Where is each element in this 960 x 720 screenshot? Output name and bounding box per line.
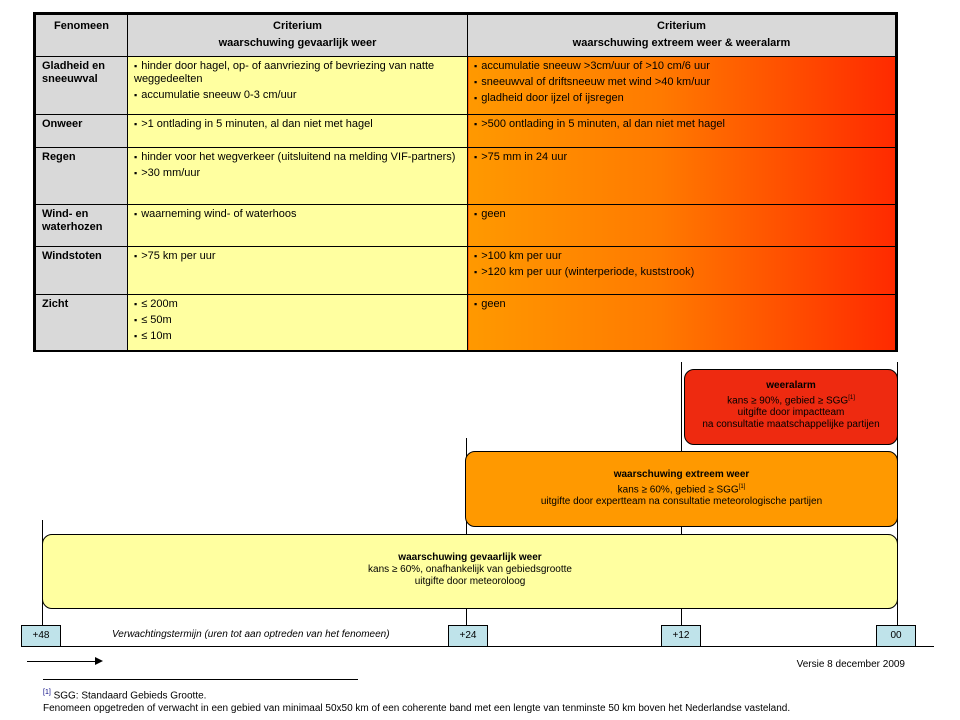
gevaarlijk-line1: kans ≥ 60%, onafhankelijk van gebiedsgro… xyxy=(368,564,572,575)
criteria-row: Wind- en waterhozen waarneming wind- of w… xyxy=(35,204,896,247)
gevaarlijk-criteria-list: ≤ 200m ≤ 50m ≤ 10m xyxy=(134,298,461,343)
criterion-item: geen xyxy=(474,298,889,311)
gevaarlijk-criteria-cell: waarneming wind- of waterhoos xyxy=(127,204,468,247)
gevaarlijk-criteria-list: hinder door hagel, op- of aanvriezing of… xyxy=(134,60,461,102)
marker-24: +24 xyxy=(448,625,488,647)
extreem-criteria-list: >100 km per uur >120 km per uur (winterpe… xyxy=(474,250,889,279)
criteria-row: Onweer >1 ontlading in 5 minuten, al dan … xyxy=(35,114,896,148)
gevaarlijk-criteria-cell: hinder door hagel, op- of aanvriezing of… xyxy=(127,56,468,115)
time-arrow-line xyxy=(27,661,95,662)
footnote-separator xyxy=(43,679,358,680)
time-arrow-icon xyxy=(95,657,103,665)
extreem-line2: uitgifte door expertteam na consultatie … xyxy=(540,496,823,508)
criterion-item: hinder door hagel, op- of aanvriezing of… xyxy=(134,60,461,86)
extreem-criteria-list: geen xyxy=(474,208,889,221)
extreem-criteria-cell: accumulatie sneeuw >3cm/uur of >10 cm/6 … xyxy=(467,56,896,115)
criterion-item: hinder voor het wegverkeer (uitsluitend … xyxy=(134,151,461,164)
extreem-criteria-list: >75 mm in 24 uur xyxy=(474,151,889,164)
footnote-sgg: [1] SGG: Standaard Gebieds Grootte. xyxy=(43,689,207,702)
extreem-criteria-cell: geen xyxy=(467,204,896,247)
criterion-item: geen xyxy=(474,208,889,221)
phenomenon-cell: Onweer xyxy=(35,114,128,148)
gevaarlijk-criteria-list: >75 km per uur xyxy=(134,250,461,263)
extreem-criteria-list: geen xyxy=(474,298,889,311)
header-fenomeen: Fenomeen xyxy=(35,14,128,57)
extreem-criteria-cell: >500 ontlading in 5 minuten, al dan niet… xyxy=(467,114,896,148)
criterion-item: ≤ 200m xyxy=(134,298,461,311)
guide-line-24 xyxy=(466,438,467,625)
criterion-item: >500 ontlading in 5 minuten, al dan niet… xyxy=(474,118,889,131)
marker-00: 00 xyxy=(876,625,916,647)
gevaarlijk-criteria-list: waarneming wind- of waterhoos xyxy=(134,208,461,221)
marker-12: +12 xyxy=(661,625,701,647)
phenomenon-cell: Wind- en waterhozen xyxy=(35,204,128,247)
phenomenon-cell: Gladheid en sneeuwval xyxy=(35,56,128,115)
criteria-row: Gladheid en sneeuwvalhinder door hagel, … xyxy=(35,56,896,115)
weeralarm-line2: uitgifte door impactteam xyxy=(737,407,845,419)
extreem-title: waarschuwing extreem weer xyxy=(613,469,750,480)
gevaarlijk-criteria-list: hinder voor het wegverkeer (uitsluitend … xyxy=(134,151,461,180)
criterion-item: ≤ 50m xyxy=(134,314,461,327)
criteria-row: Windstoten>75 km per uur>100 km per uur>… xyxy=(35,246,896,295)
extreem-criteria-cell: geen xyxy=(467,294,896,350)
extreem-criteria-cell: >100 km per uur >120 km per uur (winterpe… xyxy=(467,246,896,295)
marker-48: +48 xyxy=(21,625,61,647)
gevaarlijk-criteria-cell: >75 km per uur xyxy=(127,246,468,295)
weeralarm-line1: kans ≥ 90%, gebied ≥ SGG[1] xyxy=(727,395,855,407)
extreem-criteria-cell: >75 mm in 24 uur xyxy=(467,147,896,205)
weeralarm-line3: na consultatie maatschappelijke partijen xyxy=(702,419,880,431)
criterion-item: sneeuwval of driftsneeuw met wind >40 km… xyxy=(474,76,889,89)
extreem-weer-box: waarschuwing extreem weer kans ≥ 60%, ge… xyxy=(465,451,898,527)
weeralarm-title: weeralarm xyxy=(766,380,816,391)
gevaarlijk-criteria-cell: hinder voor het wegverkeer (uitsluitend … xyxy=(127,147,468,205)
criterion-item: >100 km per uur xyxy=(474,250,889,263)
criterion-item: >1 ontlading in 5 minuten, al dan niet m… xyxy=(134,118,461,131)
criterion-item: ≤ 10m xyxy=(134,330,461,343)
gevaarlijk-title: waarschuwing gevaarlijk weer xyxy=(398,552,542,563)
gevaarlijk-criteria-cell: >1 ontlading in 5 minuten, al dan niet m… xyxy=(127,114,468,148)
criterion-item: >120 km per uur (winterperiode, kuststro… xyxy=(474,266,889,279)
criteria-row: Zicht ≤ 200m ≤ 50m ≤ 10m geen xyxy=(35,294,896,350)
footnote-definition: Fenomeen opgetreden of verwacht in een g… xyxy=(43,703,791,714)
phenomenon-cell: Windstoten xyxy=(35,246,128,295)
criterion-item: waarneming wind- of waterhoos xyxy=(134,208,461,221)
phenomenon-cell: Zicht xyxy=(35,294,128,350)
extreem-line1: kans ≥ 60%, gebied ≥ SGG[1] xyxy=(617,484,746,496)
timeline-axis-label: Verwachtingstermijn (uren tot aan optred… xyxy=(112,629,390,640)
gevaarlijk-line2: uitgifte door meteoroloog xyxy=(414,576,526,587)
phenomenon-cell: Regen xyxy=(35,147,128,205)
gevaarlijk-criteria-list: >1 ontlading in 5 minuten, al dan niet m… xyxy=(134,118,461,131)
criterion-item: accumulatie sneeuw 0-3 cm/uur xyxy=(134,89,461,102)
version-text: Versie 8 december 2009 xyxy=(796,659,905,670)
criterion-item: gladheid door ijzel of ijsregen xyxy=(474,92,889,105)
extreem-criteria-list: >500 ontlading in 5 minuten, al dan niet… xyxy=(474,118,889,131)
criterion-item: >75 mm in 24 uur xyxy=(474,151,889,164)
criterion-item: accumulatie sneeuw >3cm/uur of >10 cm/6 … xyxy=(474,60,889,73)
criteria-row: Regen hinder voor het wegverkeer (uitslui… xyxy=(35,147,896,205)
criterion-item: >75 km per uur xyxy=(134,250,461,263)
gevaarlijk-weer-box: waarschuwing gevaarlijk weer kans ≥ 60%,… xyxy=(42,534,898,609)
extreem-criteria-list: accumulatie sneeuw >3cm/uur of >10 cm/6 … xyxy=(474,60,889,105)
gevaarlijk-criteria-cell: ≤ 200m ≤ 50m ≤ 10m xyxy=(127,294,468,350)
weeralarm-box: weeralarm kans ≥ 90%, gebied ≥ SGG[1] ui… xyxy=(684,369,898,445)
criterion-item: >30 mm/uur xyxy=(134,167,461,180)
